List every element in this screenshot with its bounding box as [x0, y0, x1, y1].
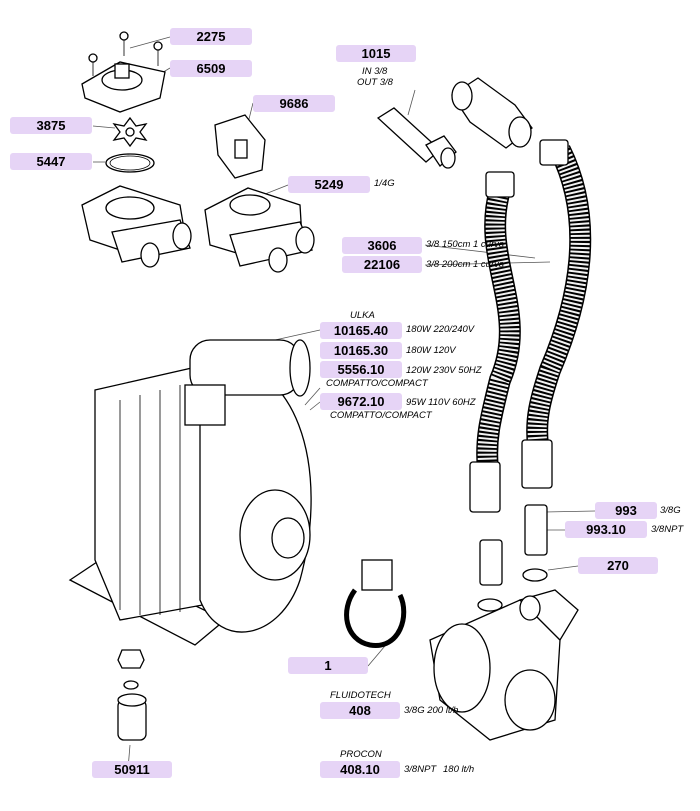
part-1015-label[interactable]: 1015 [336, 45, 416, 62]
part-408-label[interactable]: 408 [320, 702, 400, 719]
leader-lines [92, 36, 596, 770]
part-3606-label[interactable]: 3606 [342, 237, 422, 254]
o-ring-5447 [105, 153, 155, 173]
part-1015-note-in: IN 3/8 [362, 66, 388, 77]
mounting-clamp [344, 559, 407, 648]
flowmeter-body-left [81, 185, 192, 268]
part-5447-label[interactable]: 5447 [10, 153, 92, 170]
part-408-10-note: 3/8NPT [404, 764, 437, 775]
part-3875-label[interactable]: 3875 [10, 117, 92, 134]
fittings-993 [477, 504, 548, 612]
part-22106-note: 3/8 200cm 1 curva [426, 259, 505, 270]
part-10165-30-label[interactable]: 10165.30 [320, 342, 402, 359]
braided-hoses [469, 139, 592, 513]
coupling [451, 77, 533, 149]
fluidotech-label: FLUIDOTECH [330, 690, 391, 701]
part-10165-40-note: 180W 220/240V [406, 324, 475, 335]
part-993-10-note: 3/8NPT [651, 524, 684, 535]
part-993-label[interactable]: 993 [595, 502, 657, 519]
ulka-label: ULKA [350, 310, 375, 321]
part-5556-10-compact: COMPATTO/COMPACT [326, 378, 428, 389]
part-10165-30-note: 180W 120V [406, 345, 456, 356]
pump-motor [68, 339, 312, 646]
part-6509-label[interactable]: 6509 [170, 60, 252, 77]
rubber-foot-50911 [117, 649, 147, 741]
part-10165-40-label[interactable]: 10165.40 [320, 322, 402, 339]
part-408-10-flow: 180 lt/h [443, 764, 475, 775]
rotor-3875 [112, 116, 148, 148]
part-5556-10-note: 120W 230V 50HZ [406, 365, 482, 376]
part-9672-10-label[interactable]: 9672.10 [320, 393, 402, 410]
part-50911-label[interactable]: 50911 [92, 761, 172, 778]
part-5249-note: 1/4G [374, 178, 395, 189]
part-3606-note: 3/8 150cm 1 curva [426, 239, 505, 250]
part-9686-label[interactable]: 9686 [253, 95, 335, 112]
connector-9686 [214, 114, 266, 179]
part-270-label[interactable]: 270 [578, 557, 658, 574]
part-9672-10-note: 95W 110V 60HZ [406, 397, 476, 408]
part-22106-label[interactable]: 22106 [342, 256, 422, 273]
rotary-pump-408 [429, 589, 579, 741]
flowmeter-5249 [204, 187, 315, 273]
screws-2275 [88, 31, 163, 76]
part-1-label[interactable]: 1 [288, 657, 368, 674]
part-993-10-label[interactable]: 993.10 [565, 521, 647, 538]
part-5556-10-label[interactable]: 5556.10 [320, 361, 402, 378]
part-408-note: 3/8G 200 lt/h [404, 705, 459, 716]
part-9672-10-compact: COMPATTO/COMPACT [330, 410, 432, 421]
procon-label: PROCON [340, 749, 382, 760]
part-5249-label[interactable]: 5249 [288, 176, 370, 193]
part-1015-note-out: OUT 3/8 [357, 77, 393, 88]
check-valve-1015 [376, 107, 457, 169]
part-2275-label[interactable]: 2275 [170, 28, 252, 45]
flowmeter-cover [81, 61, 166, 113]
part-993-note: 3/8G [660, 505, 681, 516]
part-408-10-label[interactable]: 408.10 [320, 761, 400, 778]
